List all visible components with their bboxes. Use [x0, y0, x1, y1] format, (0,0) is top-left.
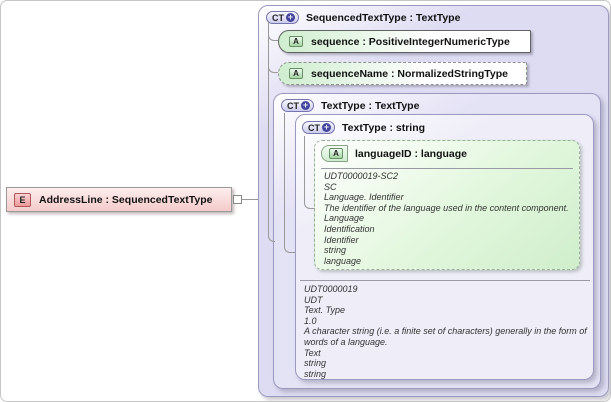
- complextype-header: CT+ TextType : TextType: [281, 99, 419, 112]
- doc-line: UDT0000019-SC2: [324, 171, 399, 181]
- complextype-title: SequencedTextType : TextType: [306, 11, 461, 24]
- attribute-header: A languageID : language: [321, 145, 467, 162]
- doc-line: Identifier: [324, 234, 359, 245]
- complextype-icon[interactable]: CT+: [302, 121, 335, 134]
- attribute-label: sequenceName : NormalizedStringType: [311, 67, 509, 80]
- attribute-tag: A: [321, 145, 348, 162]
- complextype-sequencedtexttype[interactable]: CT+ SequencedTextType : TextType A seque…: [258, 5, 609, 397]
- plus-icon: +: [286, 12, 295, 22]
- doc-line: SC: [324, 181, 337, 192]
- attribute-label: languageID : language: [355, 147, 468, 160]
- doc-line: Language. Identifier: [324, 192, 404, 203]
- separator: [300, 280, 590, 281]
- doc-line: The identifier of the language used in t…: [324, 202, 569, 213]
- separator: [321, 168, 573, 169]
- tree-line: [268, 22, 269, 236]
- doc-line: 1.0: [304, 315, 317, 326]
- element-e-icon: E: [14, 192, 31, 207]
- doc-line: string: [304, 368, 327, 379]
- attribute-sequencename[interactable]: A sequenceName : NormalizedStringType: [278, 62, 527, 85]
- ct-label: CT: [308, 122, 320, 133]
- expand-connector-handle[interactable]: [233, 195, 242, 204]
- tree-branch: [268, 66, 278, 73]
- element-label: AddressLine : SequencedTextType: [39, 193, 213, 206]
- attribute-a-icon: A: [289, 68, 303, 79]
- doc-line: string: [304, 358, 327, 369]
- attribute-label: sequence : PositiveIntegerNumericType: [311, 35, 510, 48]
- attribute-a-icon: A: [289, 36, 303, 47]
- doc-line: string: [324, 245, 347, 256]
- doc-line: Text. Type: [304, 305, 346, 316]
- connector-line: [242, 199, 269, 200]
- complextype-header: CT+ TextType : string: [302, 121, 425, 134]
- tree-line: [304, 136, 305, 202]
- attribute-languageid-box[interactable]: A languageID : language UDT0000019-SC2 S…: [314, 140, 580, 270]
- plus-icon: +: [301, 100, 310, 110]
- tree-branch: [284, 247, 295, 253]
- doc-line: A character string (i.e. a finite set of…: [304, 326, 587, 347]
- complextype-icon[interactable]: CT+: [281, 99, 314, 112]
- ct-label: CT: [272, 12, 284, 23]
- complextype-icon[interactable]: CT+: [266, 11, 299, 24]
- tree-branch: [268, 235, 275, 242]
- doc-line: Identification: [324, 223, 375, 234]
- complextype-title: TextType : string: [342, 121, 426, 134]
- doc-line: Text: [304, 347, 321, 358]
- doc-line: Language: [324, 213, 365, 224]
- doc-line: UDT: [304, 294, 323, 305]
- tree-branch: [304, 202, 315, 209]
- plus-icon: +: [322, 122, 331, 132]
- documentation-block: UDT0000019 UDT Text. Type 1.0 A characte…: [304, 284, 588, 379]
- element-addressline[interactable]: E AddressLine : SequencedTextType: [6, 187, 232, 212]
- complextype-texttype-string[interactable]: CT+ TextType : string A languageID : lan…: [295, 114, 594, 380]
- complextype-texttype-outer[interactable]: CT+ TextType : TextType CT+ TextType : s…: [273, 93, 601, 389]
- tree-branch: [268, 34, 278, 41]
- attribute-a-icon: A: [329, 148, 343, 159]
- attribute-sequence[interactable]: A sequence : PositiveIntegerNumericType: [278, 30, 531, 53]
- doc-line: UDT0000019: [304, 284, 358, 294]
- tree-line: [284, 113, 285, 247]
- complextype-title: TextType : TextType: [321, 99, 420, 112]
- complextype-header: CT+ SequencedTextType : TextType: [266, 11, 460, 24]
- doc-line: language: [324, 255, 362, 266]
- documentation-block: UDT0000019-SC2 SC Language. Identifier T…: [324, 171, 574, 266]
- ct-label: CT: [287, 100, 299, 111]
